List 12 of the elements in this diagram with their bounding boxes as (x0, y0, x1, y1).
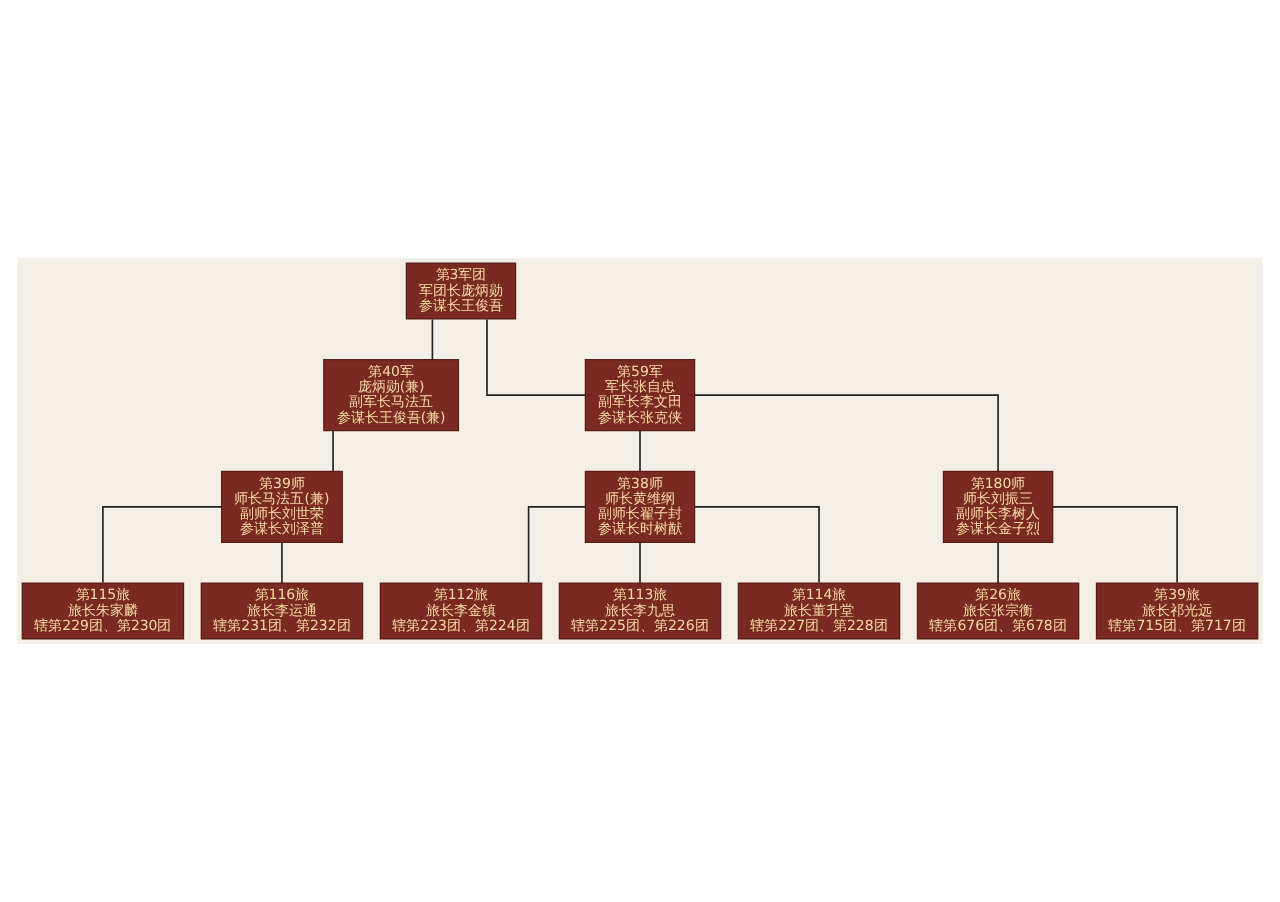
connector (431, 318, 434, 361)
connector (486, 318, 587, 396)
connector (997, 541, 999, 584)
connector (1051, 506, 1178, 584)
connector (639, 430, 641, 472)
connector (693, 506, 820, 584)
connector (693, 394, 999, 472)
connector (639, 541, 641, 584)
connector (281, 541, 283, 584)
connector (527, 506, 587, 584)
connector (332, 430, 334, 472)
connector (102, 506, 223, 584)
